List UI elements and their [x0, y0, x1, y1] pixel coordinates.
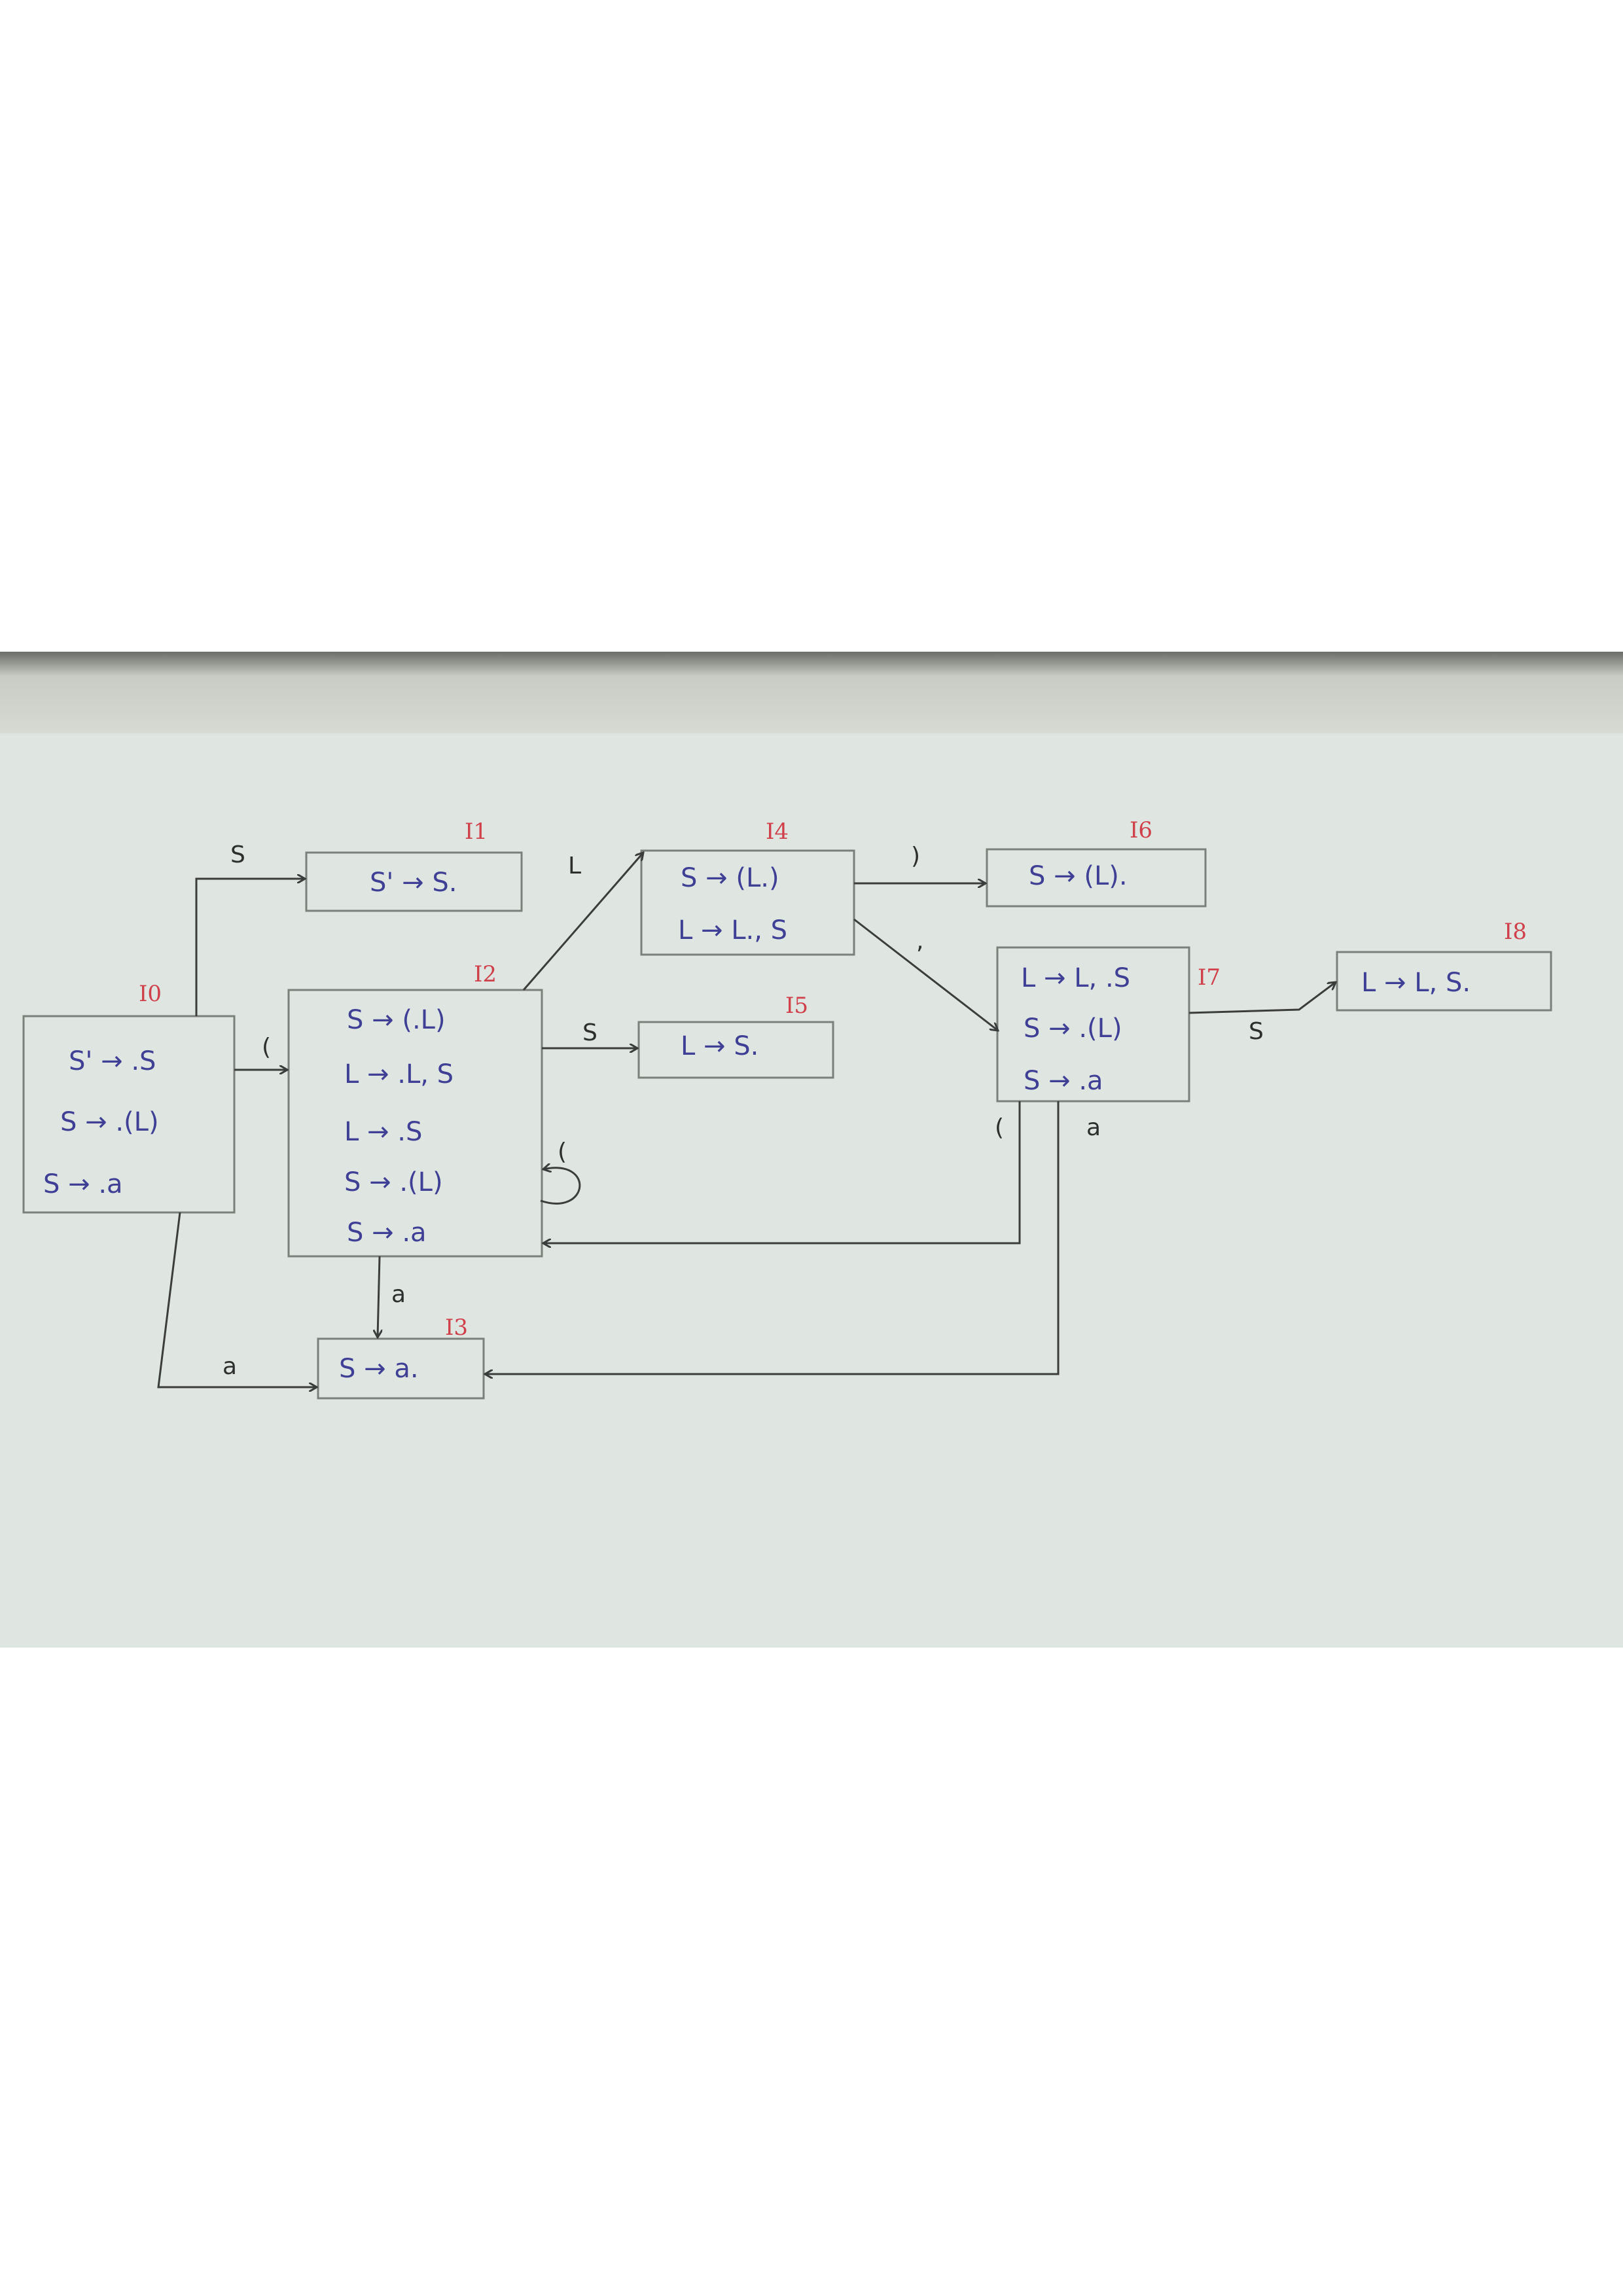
item: L → .S	[344, 1117, 422, 1147]
notebook-page-edge	[0, 652, 1623, 733]
state-box-I0	[22, 1015, 236, 1214]
state-box-I4	[640, 849, 855, 956]
item: S → (.L)	[347, 1005, 446, 1035]
edge-label: S	[1249, 1018, 1264, 1045]
item: L → L., S	[678, 915, 787, 945]
state-label-I7: I7	[1198, 964, 1221, 991]
edge-label: S	[230, 841, 245, 868]
notebook-photo	[0, 652, 1623, 1648]
item: L → .L, S	[344, 1059, 454, 1089]
edge-I2-I4	[522, 853, 643, 991]
edge-label: a	[1086, 1114, 1101, 1141]
item: L → S.	[681, 1031, 758, 1061]
state-box-I6	[986, 848, 1207, 908]
edge-label: a	[391, 1281, 406, 1308]
item: S → (L.)	[681, 863, 779, 893]
item: S → .(L)	[344, 1167, 443, 1197]
state-label-I3: I3	[445, 1315, 468, 1341]
item: L → L, .S	[1021, 963, 1130, 993]
item: S → a.	[339, 1354, 419, 1384]
state-box-I2	[287, 989, 543, 1258]
edge-label: (	[262, 1034, 271, 1061]
item: S' → S.	[370, 868, 457, 898]
item: S → .(L)	[60, 1107, 159, 1137]
state-box-I3	[317, 1337, 485, 1400]
edge-I7-I2	[543, 1101, 1021, 1243]
item: S → .a	[43, 1169, 123, 1199]
edge-label: )	[911, 843, 920, 870]
edge-label: L	[568, 853, 581, 879]
edge-label: ,	[916, 928, 923, 955]
edge-I7-I8	[1188, 982, 1336, 1014]
state-label-I6: I6	[1130, 817, 1152, 843]
state-label-I4: I4	[766, 819, 789, 845]
edge-label: S	[582, 1019, 597, 1046]
edge-I4-I7	[853, 918, 998, 1031]
item: S → (L).	[1029, 861, 1128, 891]
state-label-I1: I1	[465, 819, 488, 845]
edge-I0-I3	[157, 1212, 317, 1387]
state-label-I5: I5	[785, 993, 808, 1019]
edge-I7-I3	[485, 1101, 1060, 1374]
edge-I2-I3	[378, 1256, 380, 1337]
edge-I2-I2-loop	[540, 1168, 581, 1205]
edge-label: a	[223, 1353, 237, 1380]
state-label-I8: I8	[1504, 919, 1527, 945]
item: S → .a	[1024, 1066, 1103, 1096]
state-box-I5	[637, 1021, 834, 1079]
item: S → .a	[347, 1218, 427, 1248]
state-label-I0: I0	[139, 981, 162, 1007]
item: S → .(L)	[1024, 1014, 1122, 1044]
state-label-I2: I2	[474, 961, 497, 987]
state-box-I1	[305, 851, 523, 912]
item: S' → .S	[69, 1046, 156, 1076]
edge-label: (	[995, 1114, 1004, 1141]
edge-I0-I1	[195, 879, 305, 1016]
item: L → L, S.	[1361, 968, 1471, 998]
edge-label: (	[558, 1139, 567, 1165]
